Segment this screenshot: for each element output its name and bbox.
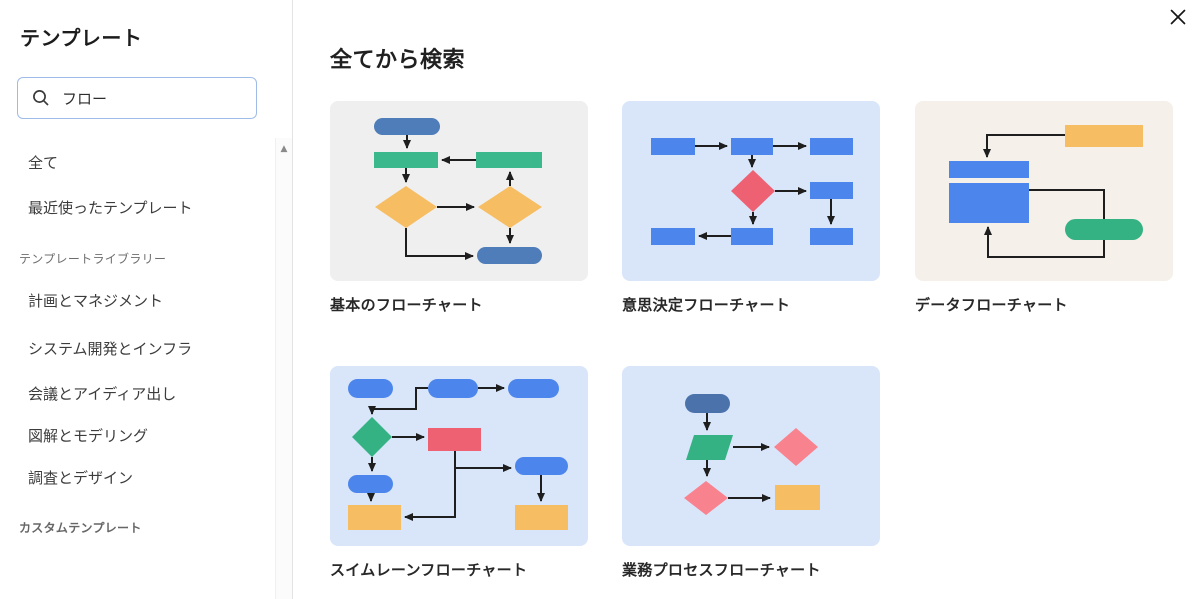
- scrollbar-track[interactable]: ▲: [275, 138, 292, 599]
- process-shape: [775, 485, 820, 510]
- scroll-up-arrow-icon[interactable]: ▲: [280, 144, 288, 154]
- sidebar-item-all[interactable]: 全て: [28, 155, 59, 172]
- sidebar-item-planning-management[interactable]: 計画とマネジメント: [28, 293, 164, 310]
- search-input[interactable]: [60, 88, 244, 108]
- sidebar-item-recent[interactable]: 最近使ったテンプレート: [28, 200, 193, 217]
- close-button[interactable]: [1165, 4, 1191, 30]
- business-process-flowchart-preview: [622, 366, 880, 546]
- process-shape: [810, 138, 853, 155]
- sidebar-item-system-dev-infra[interactable]: システム開発とインフラ: [28, 341, 193, 358]
- basic-flowchart-preview: [330, 101, 588, 281]
- sidebar-title: テンプレート: [20, 28, 143, 50]
- decision-shape: [352, 417, 392, 457]
- data-flowchart-preview: [915, 101, 1173, 281]
- search-box[interactable]: [17, 77, 257, 119]
- process-shape: [731, 138, 773, 155]
- table-body-shape: [949, 183, 1029, 223]
- template-card-data-flowchart[interactable]: データフローチャート: [915, 101, 1173, 315]
- sidebar-section-custom-templates: カスタムテンプレート: [19, 521, 142, 535]
- process-shape: [731, 228, 773, 245]
- data-shape: [686, 435, 733, 460]
- process-shape: [810, 182, 853, 199]
- process-shape: [428, 428, 481, 451]
- sidebar-item-diagram-modeling[interactable]: 図解とモデリング: [28, 428, 149, 445]
- process-shape: [651, 138, 695, 155]
- sidebar-item-research-design[interactable]: 調査とデザイン: [28, 470, 134, 487]
- template-title: スイムレーンフローチャート: [330, 562, 528, 579]
- process-shape: [515, 505, 568, 530]
- decision-shape: [684, 481, 728, 515]
- template-title: 業務プロセスフローチャート: [622, 562, 821, 579]
- process-shape: [651, 228, 695, 245]
- terminator-shape: [685, 394, 730, 413]
- decision-shape: [375, 186, 437, 228]
- terminator-shape: [348, 379, 393, 398]
- decision-shape: [774, 428, 818, 466]
- table-header-shape: [949, 161, 1029, 178]
- search-icon: [33, 90, 49, 106]
- sidebar: テンプレート 全て 最近使ったテンプレート テンプレートライブラリー 計画とマネ…: [0, 0, 293, 599]
- process-shape: [1065, 125, 1143, 147]
- process-shape: [810, 228, 853, 245]
- terminator-shape: [348, 475, 393, 493]
- process-shape: [348, 505, 401, 530]
- terminator-shape: [428, 379, 478, 398]
- template-title: データフローチャート: [915, 297, 1068, 314]
- page-title: 全てから検索: [330, 47, 466, 72]
- template-card-basic-flowchart[interactable]: 基本のフローチャート: [330, 101, 588, 315]
- terminator-shape: [508, 379, 559, 398]
- process-shape: [374, 152, 438, 168]
- sidebar-section-template-library: テンプレートライブラリー: [19, 252, 167, 266]
- terminator-shape: [477, 247, 542, 264]
- process-shape: [476, 152, 542, 168]
- decision-shape: [731, 170, 775, 212]
- close-x-icon: [1170, 9, 1186, 25]
- terminator-shape: [374, 118, 440, 135]
- template-title: 意思決定フローチャート: [622, 297, 791, 314]
- terminator-shape: [515, 457, 568, 475]
- decision-flowchart-preview: [622, 101, 880, 281]
- sidebar-item-meetings-ideation[interactable]: 会議とアイディア出し: [28, 386, 177, 403]
- template-card-swimlane-flowchart[interactable]: スイムレーンフローチャート: [330, 366, 588, 580]
- terminator-shape: [1065, 219, 1143, 240]
- decision-shape: [478, 186, 542, 228]
- template-card-decision-flowchart[interactable]: 意思決定フローチャート: [622, 101, 880, 315]
- swimlane-flowchart-preview: [330, 366, 588, 546]
- template-title: 基本のフローチャート: [330, 297, 483, 314]
- template-card-business-process-flowchart[interactable]: 業務プロセスフローチャート: [622, 366, 880, 580]
